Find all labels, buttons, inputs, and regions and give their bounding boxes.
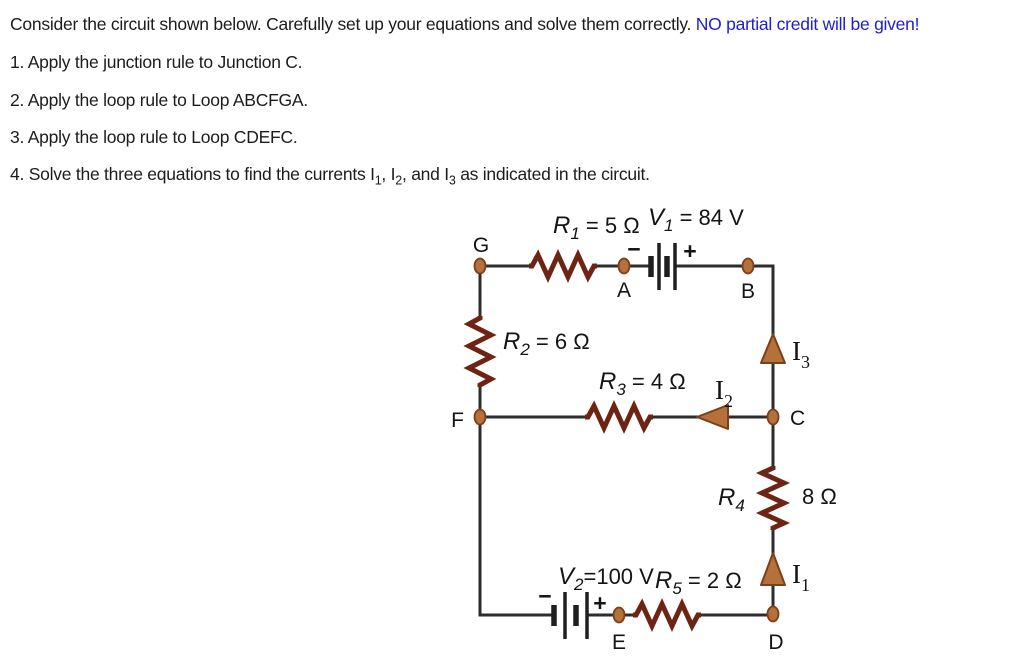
intro-text: Consider the circuit shown below. Carefu… bbox=[10, 14, 696, 34]
label-r2: R2 = 6 Ω bbox=[503, 328, 590, 359]
node-label-a: A bbox=[617, 279, 631, 302]
node-label-g: G bbox=[473, 234, 489, 257]
label-v1: V1 = 84 V bbox=[648, 204, 744, 235]
node-dot-g bbox=[473, 257, 487, 275]
resistor-r5 bbox=[633, 597, 701, 633]
wire-left-lower bbox=[478, 387, 554, 617]
node-label-b: B bbox=[741, 280, 755, 303]
label-r4-value: 8 Ω bbox=[802, 484, 837, 509]
label-v2: V2=100 V bbox=[558, 563, 654, 594]
label-r3: R3 = 4 Ω bbox=[599, 368, 686, 399]
label-r1: R1 = 5 Ω bbox=[553, 212, 640, 243]
intro-highlight: NO partial credit will be given! bbox=[695, 14, 920, 34]
problem-item-4: 4. Solve the three equations to find the… bbox=[10, 164, 650, 188]
resistor-r1 bbox=[529, 248, 597, 284]
node-dot-f bbox=[473, 408, 487, 426]
wire-top-right bbox=[675, 264, 775, 466]
battery-v1 bbox=[648, 243, 677, 290]
resistor-r2 bbox=[463, 315, 497, 388]
node-label-e: E bbox=[612, 631, 626, 654]
label-i2: I2 bbox=[715, 375, 733, 411]
node-label-f: F bbox=[451, 409, 464, 432]
problem-item-1: 1. Apply the junction rule to Junction C… bbox=[10, 52, 303, 72]
battery-v1-plus-sign: + bbox=[683, 238, 696, 264]
label-i1: I1 bbox=[792, 559, 810, 595]
battery-v2-plus-sign: + bbox=[593, 590, 606, 616]
label-r5: R5 = 2 Ω bbox=[655, 567, 742, 598]
current-arrow-i2 bbox=[696, 404, 729, 430]
problem-item-2: 2. Apply the loop rule to Loop ABCFGA. bbox=[10, 90, 308, 110]
node-label-c: C bbox=[790, 407, 805, 430]
node-dot-c bbox=[766, 408, 780, 426]
battery-v2 bbox=[551, 592, 589, 639]
node-dot-a bbox=[617, 257, 631, 275]
node-dot-b bbox=[741, 257, 755, 275]
label-i3: I3 bbox=[792, 336, 810, 372]
current-arrow-i1 bbox=[760, 552, 786, 586]
problem-item-3: 3. Apply the loop rule to Loop CDEFC. bbox=[10, 127, 298, 147]
resistor-r3 bbox=[585, 399, 653, 435]
current-arrow-i3 bbox=[760, 333, 786, 364]
node-dot-d bbox=[766, 605, 780, 623]
node-label-d: D bbox=[768, 631, 783, 654]
circuit-diagram: R1 = 5 Ω V1 = 84 V R2 = 6 Ω R3 = 4 Ω R4 … bbox=[451, 204, 837, 654]
resistor-r4 bbox=[755, 465, 791, 531]
label-r4: R4 bbox=[718, 484, 745, 515]
battery-v2-minus-sign: − bbox=[538, 583, 551, 609]
battery-v1-minus-sign: − bbox=[627, 236, 640, 262]
problem-intro: Consider the circuit shown below. Carefu… bbox=[10, 14, 920, 35]
node-dot-e bbox=[612, 606, 626, 624]
